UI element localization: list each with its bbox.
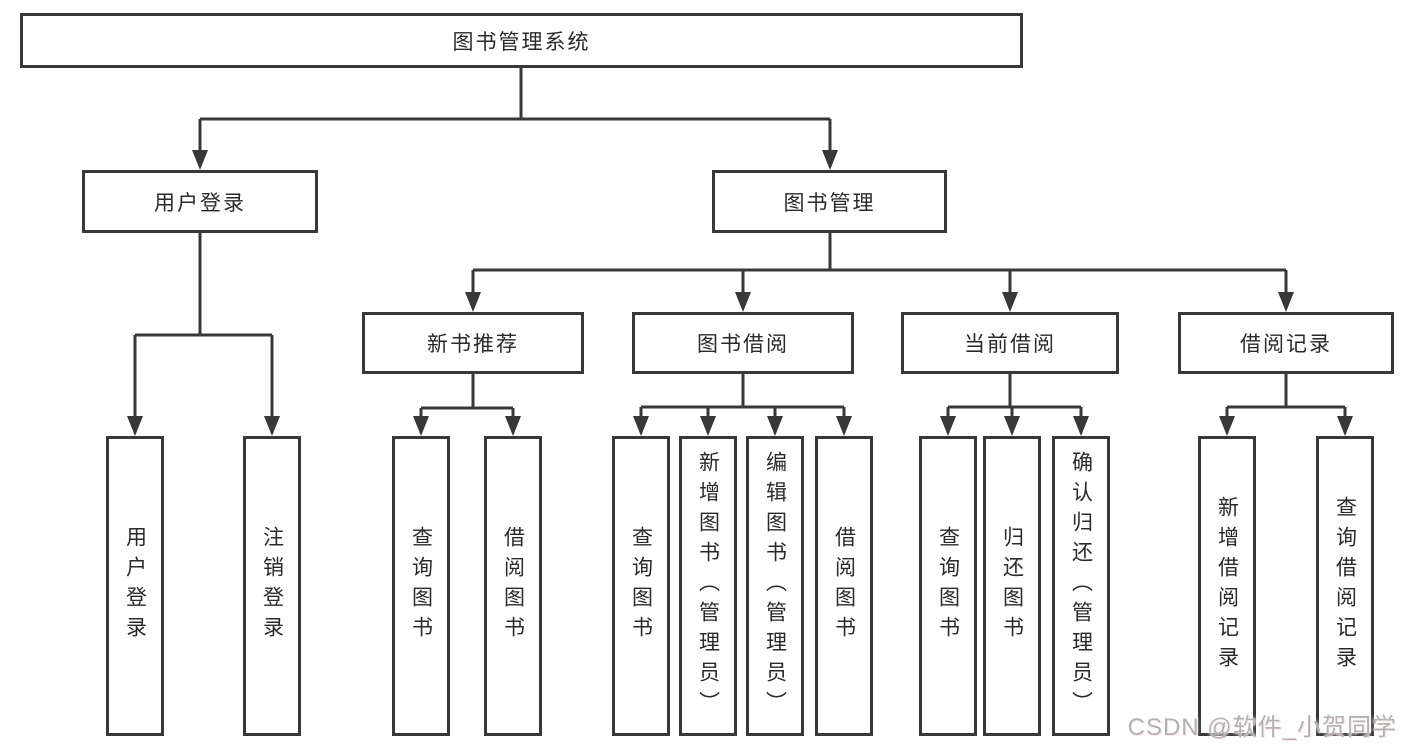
leaf-borrowing-add-books: 新增图书（管理员）	[679, 436, 737, 736]
leaf-records-add-record: 新增借阅记录	[1198, 436, 1256, 736]
leaf-current-return-books: 归还图书	[983, 436, 1041, 736]
csdn-watermark: CSDN @软件_小贺同学	[1127, 714, 1397, 741]
node-current-borrowing: 当前借阅	[901, 312, 1119, 374]
leaf-borrowing-borrow-books: 借阅图书	[815, 436, 873, 736]
leaf-borrowing-edit-books: 编辑图书（管理员）	[746, 436, 804, 736]
leaf-current-confirm-return: 确认归还（管理员）	[1052, 436, 1110, 736]
node-new-book-recommend: 新书推荐	[362, 312, 584, 374]
leaf-recommend-query-books: 查询图书	[392, 436, 450, 736]
leaf-user-login: 用户登录	[106, 436, 164, 736]
leaf-recommend-borrow-books: 借阅图书	[484, 436, 542, 736]
leaf-logout: 注销登录	[243, 436, 301, 736]
leaf-records-query-record: 查询借阅记录	[1316, 436, 1374, 736]
node-borrowing-records: 借阅记录	[1178, 312, 1394, 374]
node-book-management: 图书管理	[712, 170, 947, 233]
leaf-current-query-books: 查询图书	[919, 436, 977, 736]
node-book-borrowing: 图书借阅	[632, 312, 854, 374]
leaf-borrowing-query-books: 查询图书	[612, 436, 670, 736]
node-root: 图书管理系统	[20, 13, 1023, 68]
node-user-login: 用户登录	[82, 170, 318, 233]
